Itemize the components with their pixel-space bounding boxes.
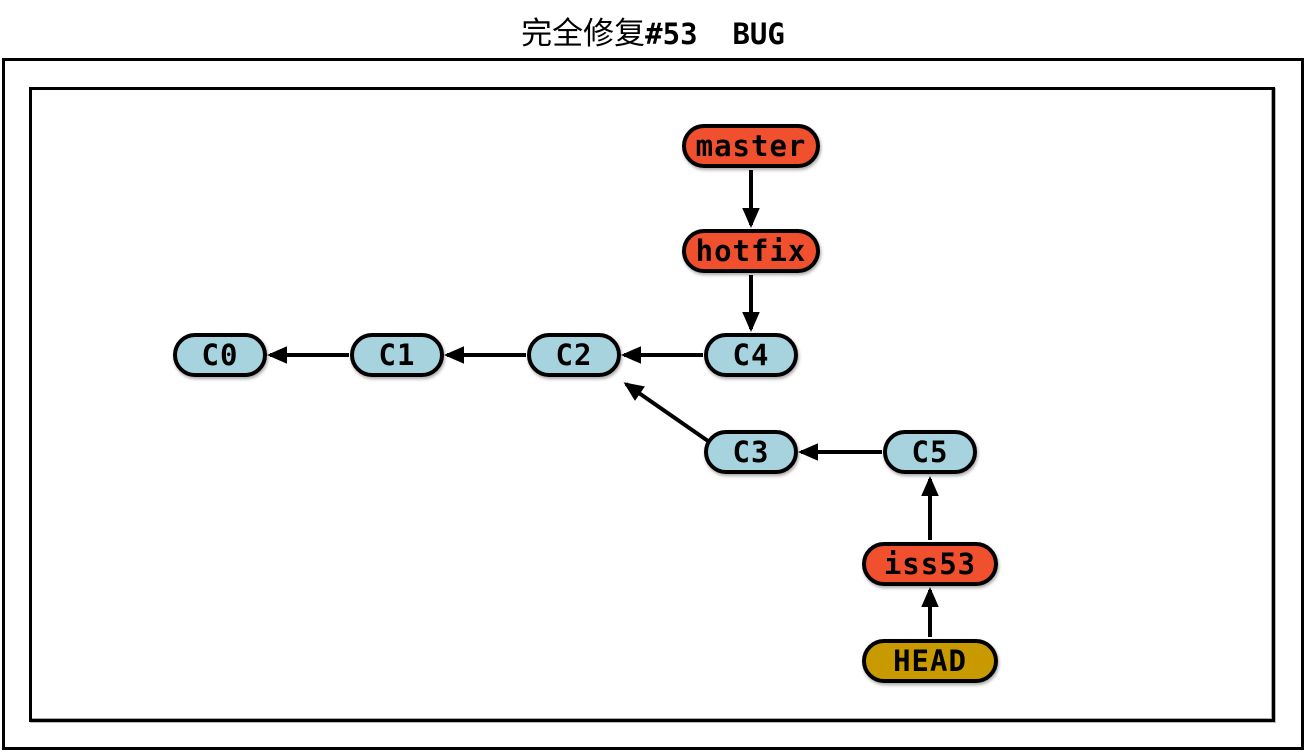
node-label-iss53: iss53 [883,547,977,581]
outer-frame [2,58,1304,750]
title-cjk-text: 完全修复 [521,16,646,52]
node-C2: C2 [527,333,621,377]
node-label-C0: C0 [201,338,239,372]
node-C1: C1 [350,333,444,377]
node-label-HEAD: HEAD [893,644,967,678]
node-label-C2: C2 [555,338,593,372]
node-label-C1: C1 [378,338,416,372]
node-C3: C3 [704,430,798,474]
inner-frame [29,87,1275,722]
title-latin-text: #53 BUG [645,17,785,51]
node-C5: C5 [883,430,977,474]
node-label-C3: C3 [732,435,770,469]
diagram-title: 完全修复#53 BUG [0,8,1306,53]
node-iss53: iss53 [862,542,998,586]
node-HEAD: HEAD [862,639,998,683]
node-label-C4: C4 [732,338,770,372]
node-C0: C0 [173,333,267,377]
node-C4: C4 [704,333,798,377]
node-label-C5: C5 [911,435,949,469]
node-hotfix: hotfix [682,229,820,273]
node-master: master [682,124,820,168]
node-label-hotfix: hotfix [695,234,807,268]
node-label-master: master [695,129,807,163]
